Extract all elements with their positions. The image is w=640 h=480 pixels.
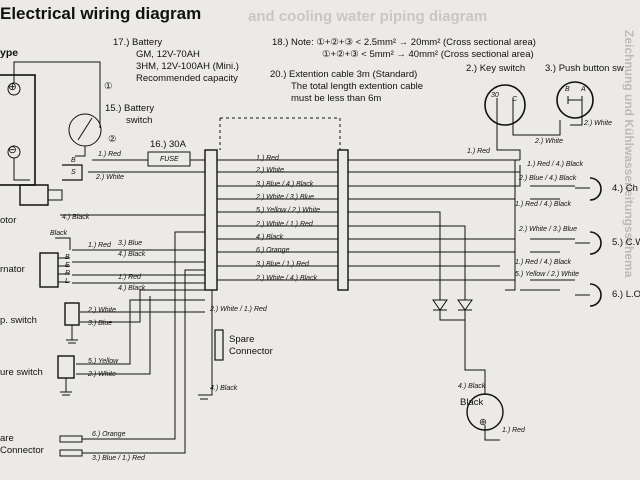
temp-wire-white: 2.) White — [88, 371, 117, 378]
cable-note-1: 20.) Extention cable 3m (Standard) — [270, 69, 418, 80]
push-button-switch — [556, 81, 594, 119]
cable-note-3: must be less than 6m — [291, 93, 382, 104]
harness-label-4: 2.) White / 3.) Blue — [256, 194, 314, 201]
battery-switch-label-2: switch — [126, 115, 153, 126]
ghost-title: and cooling water piping diagram — [248, 8, 488, 25]
harness-label-9: 3.) Blue / 1.) Red — [256, 261, 309, 268]
motor-label: otor — [0, 215, 17, 226]
mid-wire-white-red: 2.) White / 1.) Red — [210, 306, 267, 313]
right-wire-white-top: 2.) White — [584, 120, 613, 127]
push-button-label: 3.) Push button sw — [545, 63, 624, 74]
cable-note-2: The total length extention cable — [291, 81, 424, 92]
push-pin-b: B — [565, 86, 570, 93]
oil-switch-label: p. switch — [0, 315, 37, 326]
alt-pin-r: R — [65, 270, 71, 277]
right-wire-red-top: 1.) Red — [467, 148, 490, 155]
alt-pin-l: L — [65, 278, 69, 285]
battery-minus-wire — [13, 158, 30, 181]
spare-connector-mid — [214, 329, 224, 361]
battery-note-2: GM, 12V-70AH — [136, 49, 200, 60]
starter-motor — [19, 184, 49, 206]
right-wire-black-bottom: 4.) Black — [458, 383, 486, 390]
bs-pin-s: S — [71, 169, 76, 176]
note18-line2: ①+②+③ < 5mm² → 40mm² (Cross sectional ar… — [322, 49, 534, 60]
right-wire-white-blue: 2.) White / 3.) Blue — [519, 226, 577, 233]
oil-wire-white: 2.) White — [88, 307, 117, 314]
right-wire-red-black-3: 1.) Red / 4.) Black — [515, 259, 572, 266]
battery-plus-label: ⊕ — [8, 81, 17, 93]
mid-wire-black: 4.) Black — [210, 385, 238, 392]
temp-switch-label: ure switch — [0, 367, 43, 378]
note18-line1: 18.) Note: ①+②+③ < 2.5mm² → 20mm² (Cross… — [272, 37, 536, 48]
push-pin-a: A — [581, 86, 586, 93]
diagram-title: Electrical wiring diagram — [0, 4, 202, 23]
right-lamp-5-label: 5.) C.W — [612, 237, 640, 248]
right-wire-yellow-white: 5.) Yellow / 2.) White — [515, 271, 580, 278]
harness-label-10: 2.) White / 4.) Black — [256, 275, 318, 282]
alt-wire-red: 1.) Red — [88, 242, 111, 249]
battery-body — [0, 74, 36, 186]
right-wire-blue-black: 2.) Blue / 4.) Black — [519, 175, 577, 182]
spare-wire-orange: 6.) Orange — [92, 431, 126, 438]
harness-label-5: 5.) Yellow / 2.) White — [256, 207, 321, 214]
right-wire-red-black-2: 1.) Red / 4.) Black — [515, 201, 572, 208]
oil-switch — [64, 302, 80, 326]
fuse-title: 16.) 30A — [150, 139, 186, 150]
alt-wire-blue: 3.) Blue — [118, 240, 143, 247]
alt-pin-b: B — [65, 254, 70, 261]
marker-2: ② — [108, 134, 117, 145]
alt-wire-black-2: 4.) Black — [118, 285, 146, 292]
harness-connector-left — [204, 149, 218, 291]
right-lamp-6-label: 6.) L.O — [612, 289, 640, 300]
temp-switch — [57, 355, 75, 379]
type-label: ype — [0, 47, 19, 59]
alt-wire-black: 4.) Black — [118, 251, 146, 258]
bottom-switch-label: Black — [460, 397, 484, 408]
temp-wire-yellow: 5.) Yellow — [88, 358, 119, 365]
harness-label-6: 2.) White / 1.) Red — [256, 221, 313, 228]
spare-wire-bluered: 3.) Blue / 1.) Red — [92, 455, 145, 462]
fuse-box — [147, 151, 191, 167]
wire-white-2: 2.) White — [96, 174, 125, 181]
right-wire-red-black-1: 1.) Red / 4.) Black — [527, 161, 584, 168]
wire-black-4: 4.) Black — [62, 214, 90, 221]
spare-mid-label-2: Connector — [229, 346, 273, 357]
wire-black: Black — [50, 230, 68, 237]
right-wire-red-bottom: 1.) Red — [502, 427, 525, 434]
battery-note-3: 3HM, 12V-100AH (Mini.) — [136, 61, 239, 72]
key-switch — [484, 84, 526, 126]
harness-label-7: 4.) Black — [256, 234, 284, 241]
harness-label-3: 3.) Blue / 4.) Black — [256, 181, 314, 188]
oil-wire-blue: 3.) Blue — [88, 320, 113, 327]
spare-left-label-1: are — [0, 433, 14, 444]
battery-switch-label-1: 15.) Battery — [105, 103, 155, 114]
alternator-label: rnator — [0, 264, 25, 275]
alt-wire-red-2: 1.) Red — [118, 274, 141, 281]
key-switch-label: 2.) Key switch — [466, 63, 526, 74]
spare-mid-label-1: Spare — [229, 334, 255, 345]
battery-plus-wire — [13, 61, 101, 128]
battery-switch-body — [68, 113, 102, 147]
harness-label-2: 2.) White — [256, 167, 285, 174]
spare-left-label-2: Connector — [0, 445, 44, 456]
right-lamp-4-label: 4.) Ch — [612, 183, 638, 194]
battery-note-4: Recommended capacity — [136, 73, 238, 84]
right-wire-white-sw: 2.) White — [535, 138, 564, 145]
bottom-switch-symbol: ⊕ — [479, 417, 487, 428]
fuse-label: FUSE — [160, 156, 179, 163]
key-pin-30: 30 — [491, 92, 499, 99]
battery-minus-label: ⊖ — [8, 144, 17, 156]
harness-connector-right — [337, 149, 349, 291]
harness-label-1: 1.) Red — [256, 155, 279, 162]
wire-red-1: 1.) Red — [98, 151, 121, 158]
battery-note-1: 17.) Battery — [113, 37, 163, 48]
alternator — [39, 252, 59, 288]
bs-pin-b: B — [71, 157, 76, 164]
marker-1: ① — [104, 81, 113, 92]
alt-pin-e: E — [65, 262, 70, 269]
key-pin-c: C — [512, 96, 518, 103]
harness-label-8: 6.) Orange — [256, 247, 290, 254]
